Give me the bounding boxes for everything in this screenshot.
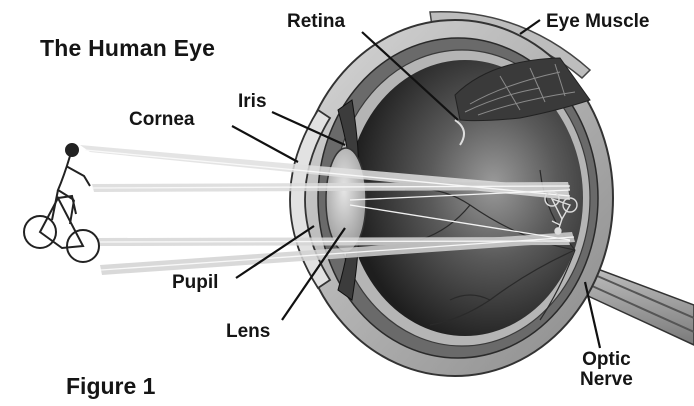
label-optic-nerve-line1: Optic [580,350,633,370]
label-eye-muscle: Eye Muscle [546,12,650,32]
label-retina: Retina [287,12,345,32]
diagram-title: The Human Eye [40,36,215,60]
cyclist-icon [24,144,99,262]
figure-caption: Figure 1 [66,374,155,398]
label-lens: Lens [226,322,270,342]
label-cornea: Cornea [129,110,194,130]
label-iris: Iris [238,92,267,112]
label-optic-nerve: Optic Nerve [580,350,633,390]
label-pupil: Pupil [172,273,218,293]
label-optic-nerve-line2: Nerve [580,370,633,390]
cornea-leader [232,126,298,162]
